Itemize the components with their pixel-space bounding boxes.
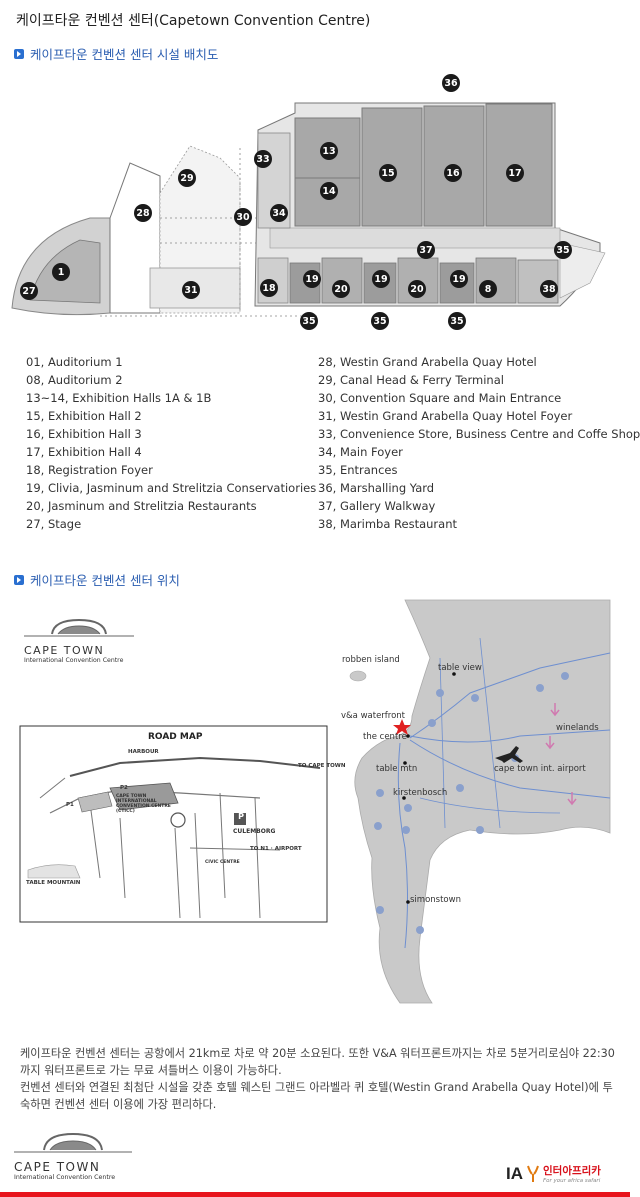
- marker-35-b: 35: [371, 312, 389, 330]
- legend-item: 34, Main Foyer: [318, 445, 403, 459]
- floor-plan: 36 13 15 16 17 33 29 14 28 30 34 37 35 1…: [0, 68, 630, 333]
- legend-item: 18, Registration Foyer: [26, 463, 153, 477]
- legend-item: 33, Convenience Store, Business Centre a…: [318, 427, 640, 441]
- legend-item: 37, Gallery Walkway: [318, 499, 436, 513]
- legend-item: 29, Canal Head & Ferry Terminal: [318, 373, 504, 387]
- description-paragraph: 컨벤션 센터와 연결된 최첨단 시설을 갖춘 호텔 웨스틴 그랜드 아라벨라 퀴…: [20, 1081, 613, 1111]
- marker-28: 28: [134, 204, 152, 222]
- footer-logo: CAPE TOWN International Convention Centr…: [14, 1128, 132, 1181]
- map-logo: CAPE TOWN International Convention Centr…: [24, 614, 139, 664]
- road-label-harbour: HARBOUR: [128, 749, 159, 755]
- legend-item: 13~14, Exhibition Halls 1A & 1B: [26, 391, 212, 405]
- description-paragraph: 케이프타운 컨벤션 센터는 공항에서 21km로 차로 약 20분 소요된다. …: [20, 1047, 615, 1077]
- marker-8: 8: [479, 280, 497, 298]
- legend-left: 01, Auditorium 1 08, Auditorium 2 13~14,…: [26, 353, 316, 533]
- label-the-centre: the centre: [363, 732, 407, 742]
- label-robben-island: robben island: [342, 655, 400, 665]
- label-simonstown: simonstown: [410, 895, 461, 905]
- marker-27: 27: [20, 282, 38, 300]
- cticc-logo-icon: [24, 618, 134, 637]
- antelope-icon: [527, 1165, 539, 1182]
- marker-35-a: 35: [300, 312, 318, 330]
- road-label-cticc: CAPE TOWN INTERNATIONAL CONVENTION CENTR…: [116, 794, 171, 814]
- marker-38: 38: [540, 280, 558, 298]
- brand-tagline: For your africa safari: [543, 1178, 601, 1184]
- road-label-p2: P2: [120, 785, 128, 791]
- marker-36: 36: [442, 74, 460, 92]
- marker-31: 31: [182, 281, 200, 299]
- cticc-logo-icon: [14, 1132, 132, 1153]
- marker-17: 17: [506, 164, 524, 182]
- marker-29: 29: [178, 169, 196, 187]
- footer-logo-subtitle: International Convention Centre: [14, 1174, 116, 1181]
- floor-plan-drawing: [11, 102, 606, 317]
- marker-1: 1: [52, 263, 70, 281]
- marker-15: 15: [379, 164, 397, 182]
- location-section-heading: 케이프타운 컨벤션 센터 위치: [14, 570, 180, 589]
- marker-20-a: 20: [332, 280, 350, 298]
- marker-34: 34: [270, 204, 288, 222]
- marker-19-c: 19: [450, 270, 468, 288]
- label-table-view: table view: [438, 663, 482, 673]
- label-table-mtn: table mtn: [376, 764, 418, 774]
- map-logo-title: CAPE TOWN: [24, 644, 105, 657]
- legend-item: 35, Entrances: [318, 463, 398, 477]
- legend-item: 17, Exhibition Hall 4: [26, 445, 142, 459]
- parking-icon: P: [238, 812, 244, 821]
- marker-18: 18: [260, 279, 278, 297]
- marker-19-a: 19: [303, 270, 321, 288]
- layout-heading-text: 케이프타운 컨벤션 센터 시설 배치도: [30, 47, 219, 62]
- road-map-title: ROAD MAP: [148, 732, 203, 742]
- road-label-civic-centre: CIVIC CENTRE: [205, 860, 240, 865]
- marker-14: 14: [320, 182, 338, 200]
- marker-16: 16: [444, 164, 462, 182]
- marker-37: 37: [417, 241, 435, 259]
- brand-name: 인터아프리카: [543, 1165, 601, 1177]
- layout-section-heading: 케이프타운 컨벤션 센터 시설 배치도: [14, 44, 218, 63]
- location-map: CAPE TOWN International Convention Centr…: [0, 598, 630, 1008]
- brand-ia: IA: [506, 1163, 523, 1183]
- road-label-p1: P1: [66, 802, 74, 808]
- description: 케이프타운 컨벤션 센터는 공항에서 21km로 차로 약 20분 소요된다. …: [20, 1045, 620, 1113]
- legend-item: 30, Convention Square and Main Entrance: [318, 391, 562, 405]
- legend-item: 31, Westin Grand Arabella Quay Hotel Foy…: [318, 409, 573, 423]
- label-winelands: winelands: [556, 723, 599, 733]
- arrow-bullet-icon: [14, 48, 24, 59]
- legend-item: 38, Marimba Restaurant: [318, 517, 457, 531]
- legend-item: 20, Jasminum and Strelitzia Restaurants: [26, 499, 257, 513]
- footer-logo-title: CAPE TOWN: [14, 1160, 101, 1174]
- label-kirstenbosch: kirstenbosch: [393, 788, 448, 798]
- label-va-waterfront: v&a waterfront: [341, 711, 406, 721]
- legend-item: 15, Exhibition Hall 2: [26, 409, 142, 423]
- marker-30: 30: [234, 208, 252, 226]
- arrow-bullet-icon: [14, 574, 24, 585]
- legend-item: 19, Clivia, Jasminum and Strelitzia Cons…: [26, 481, 317, 495]
- interafrica-brand[interactable]: IA 인터아프리카 For your africa safari: [506, 1163, 601, 1185]
- page-title: 케이프타운 컨벤션 센터(Capetown Convention Centre): [16, 13, 371, 29]
- location-heading-text: 케이프타운 컨벤션 센터 위치: [30, 573, 180, 588]
- label-airport: cape town int. airport: [494, 764, 586, 774]
- marker-35-right: 35: [554, 241, 572, 259]
- legend-item: 36, Marshalling Yard: [318, 481, 435, 495]
- map-logo-subtitle: International Convention Centre: [24, 657, 124, 664]
- road-label-table-mountain: TABLE MOUNTAIN: [26, 880, 81, 886]
- road-label-to-n1: TO N1 · AIRPORT: [250, 846, 302, 852]
- legend-item: 16, Exhibition Hall 3: [26, 427, 142, 441]
- legend-item: 08, Auditorium 2: [26, 373, 123, 387]
- road-label-to-cape-town: TO CAPE TOWN: [298, 763, 346, 769]
- legend-right: 28, Westin Grand Arabella Quay Hotel 29,…: [318, 353, 640, 533]
- footer-red-bar: [0, 1192, 630, 1197]
- road-label-culemborg: CULEMBORG: [233, 828, 276, 835]
- marker-33: 33: [254, 150, 272, 168]
- marker-19-b: 19: [372, 270, 390, 288]
- marker-20-b: 20: [408, 280, 426, 298]
- marker-35-c: 35: [448, 312, 466, 330]
- marker-13: 13: [320, 142, 338, 160]
- legend-item: 01, Auditorium 1: [26, 355, 123, 369]
- peninsula-map: [19, 599, 611, 1004]
- legend-item: 27, Stage: [26, 517, 82, 531]
- legend-item: 28, Westin Grand Arabella Quay Hotel: [318, 355, 537, 369]
